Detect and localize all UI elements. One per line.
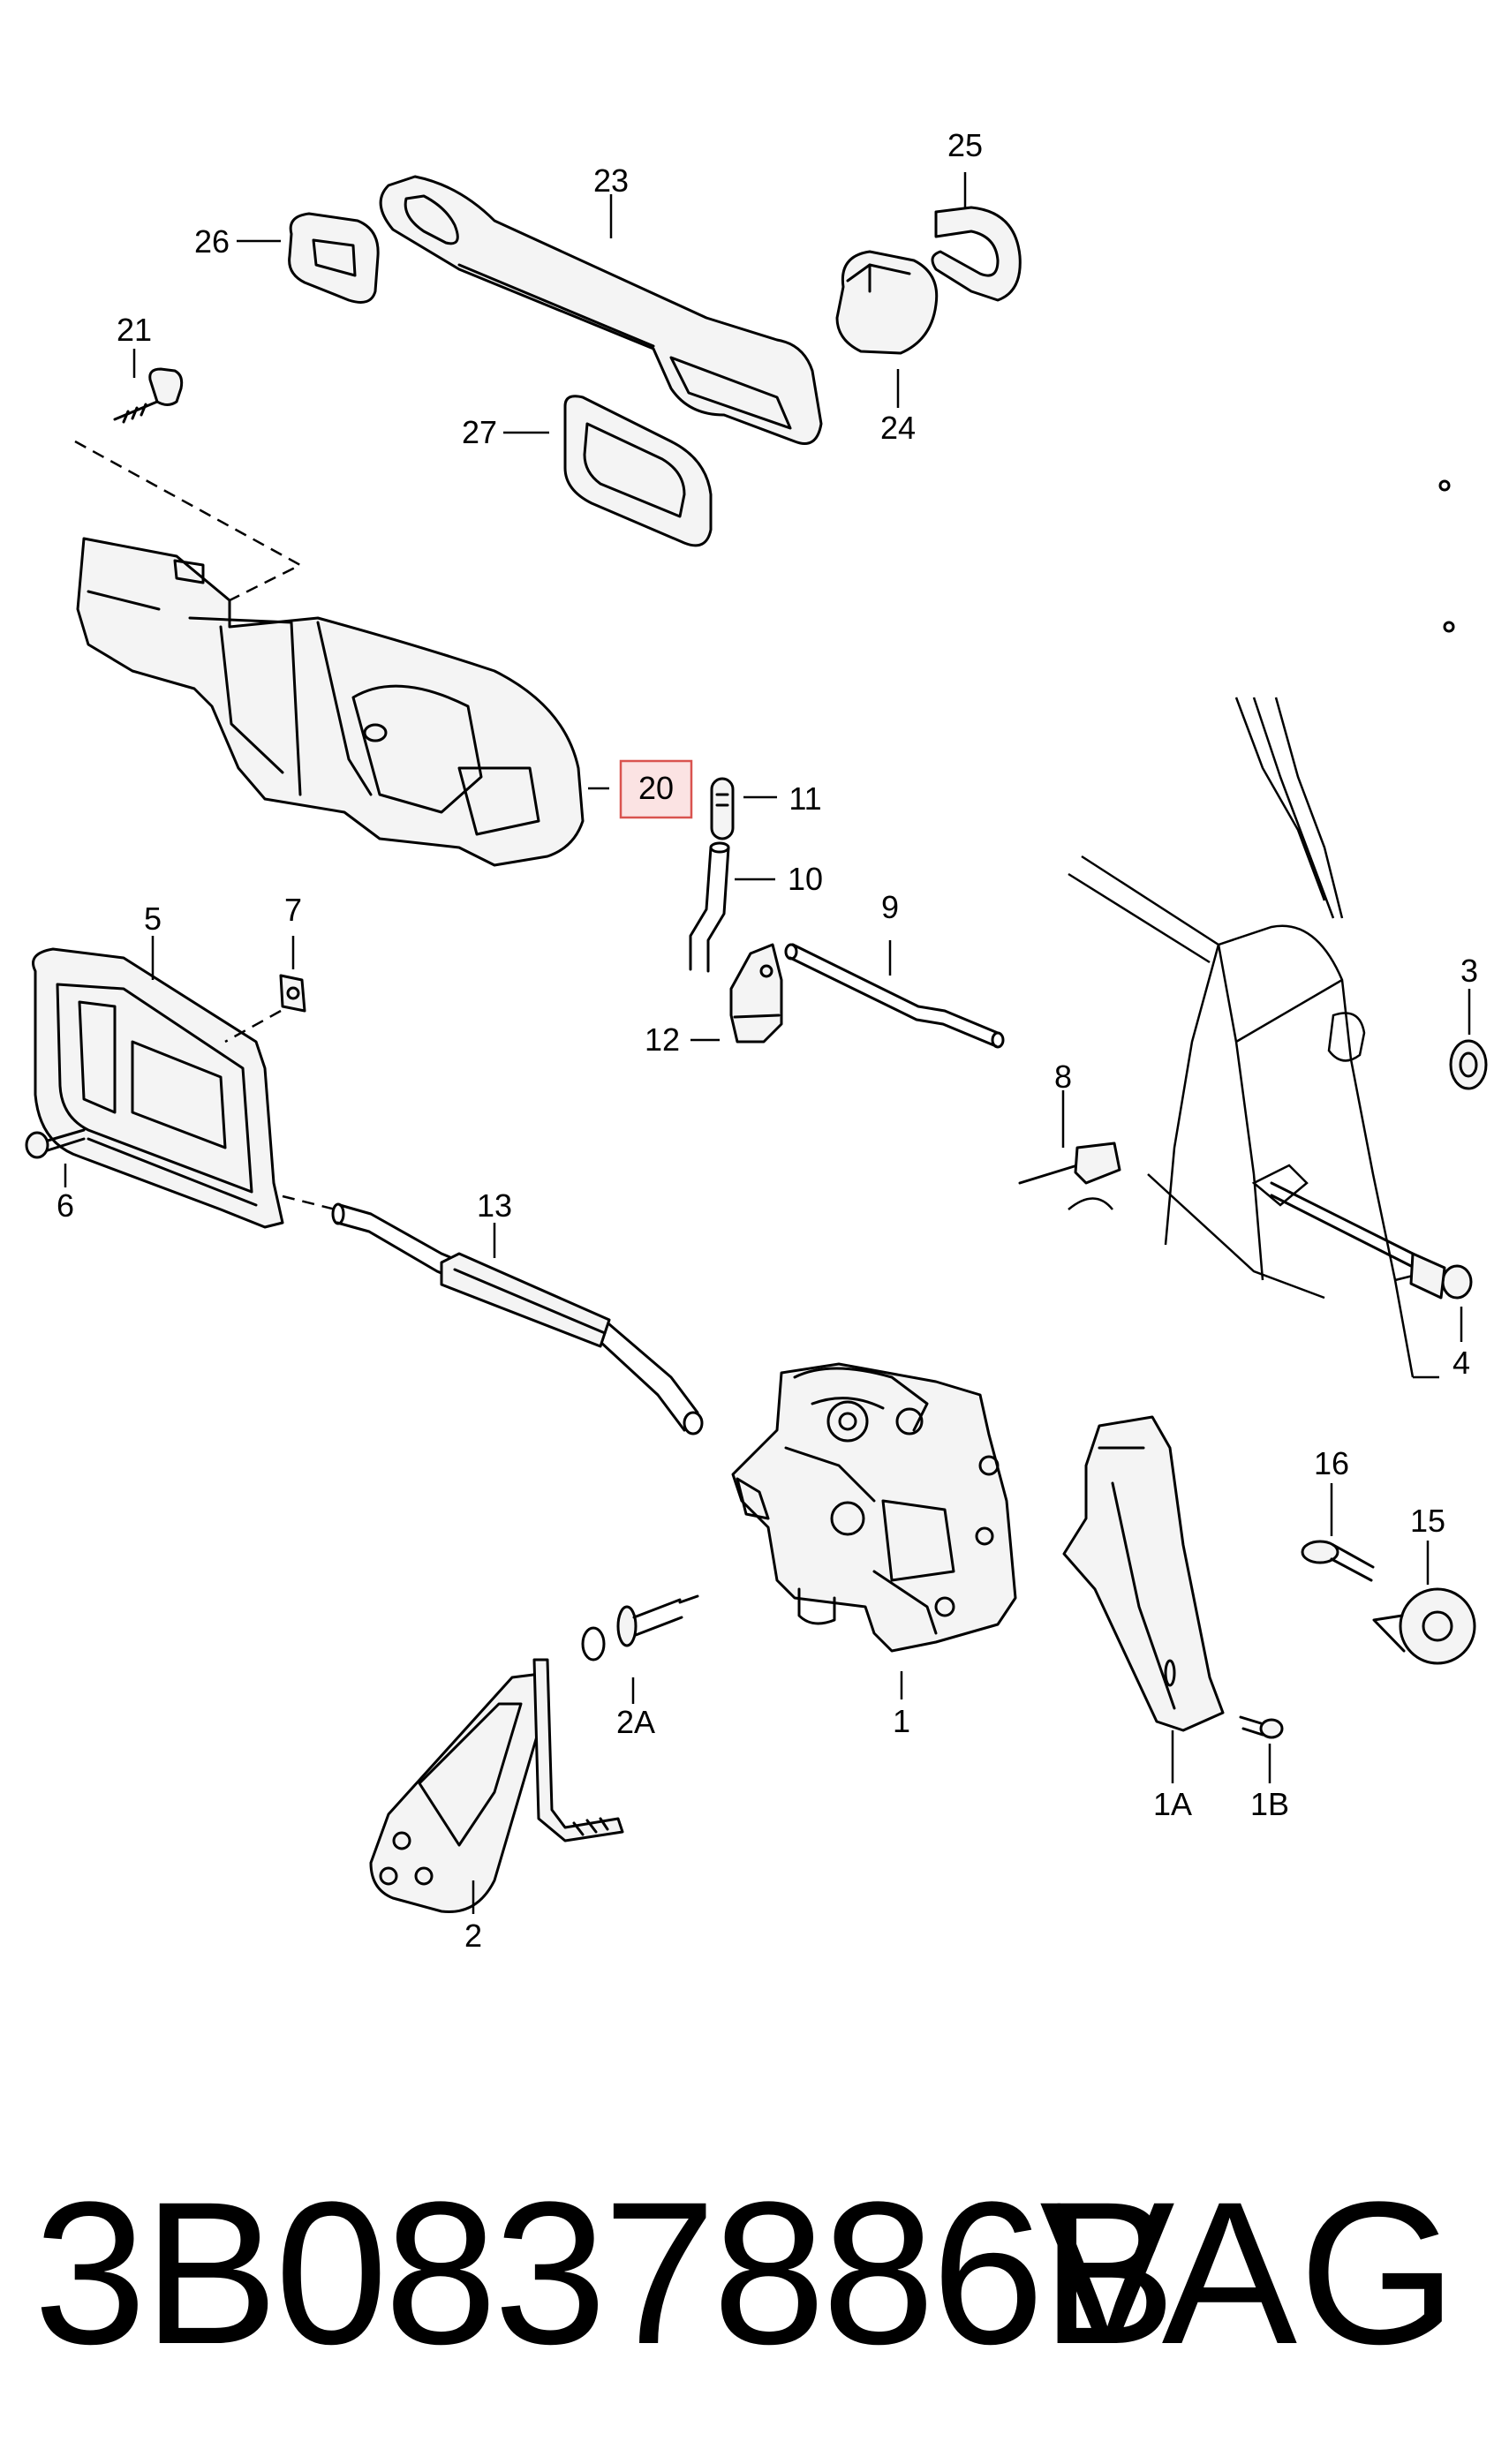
- callout-26: 26: [194, 223, 230, 260]
- lever-12: [729, 943, 783, 1044]
- footer: 3B0837886B VAG: [0, 2145, 1494, 2401]
- seal-25: [931, 206, 1022, 302]
- screw-4: [1270, 1181, 1473, 1300]
- leader-lines: [64, 172, 1471, 1914]
- callout-3: 3: [1460, 953, 1478, 989]
- callout-13: 13: [477, 1187, 512, 1224]
- assembly-line-7: [224, 1009, 282, 1044]
- callout-21: 21: [117, 312, 152, 348]
- callout-16: 16: [1314, 1445, 1349, 1481]
- callout-7: 7: [284, 892, 302, 928]
- door-body-outline: [1068, 479, 1455, 1379]
- callout-23: 23: [593, 162, 629, 199]
- end-cap-24: [835, 250, 939, 355]
- callout-9: 9: [881, 889, 899, 925]
- pin-11: [710, 777, 735, 840]
- callout-27: 27: [462, 414, 497, 450]
- rivet-2A: [581, 1594, 699, 1662]
- inner-handle-panel-5: [32, 947, 284, 1229]
- handle-carrier-20: [76, 537, 585, 867]
- callout-24: 24: [880, 410, 916, 446]
- gasket-27: [563, 395, 713, 547]
- exploded-parts-diagram: 23 25 26 24 27 21 20 11 10 12 9 5 7 8 6 …: [25, 127, 1488, 1954]
- grommet-3: [1449, 1039, 1488, 1090]
- bolt-16: [1301, 1540, 1375, 1582]
- callout-labels: 23 25 26 24 27 21 20 11 10 12 9 5 7 8 6 …: [57, 127, 1478, 1954]
- mounting-plate-2: [369, 1658, 624, 1914]
- rod-10: [689, 841, 730, 973]
- outer-door-handle: [379, 175, 823, 445]
- screw-21: [113, 367, 184, 424]
- callout-1B: 1B: [1250, 1786, 1289, 1822]
- callout-1A: 1A: [1153, 1786, 1192, 1822]
- clip-7: [279, 974, 306, 1013]
- cable-9: [784, 943, 1005, 1049]
- callout-15: 15: [1410, 1503, 1445, 1539]
- callout-10: 10: [788, 861, 823, 897]
- striker-15: [1372, 1587, 1476, 1665]
- callout-11: 11: [788, 780, 821, 817]
- callout-2A: 2A: [616, 1704, 655, 1740]
- handle-gasket-26: [288, 212, 380, 304]
- callout-25: 25: [947, 127, 983, 163]
- bowden-cable-13: [331, 1202, 704, 1435]
- callout-5: 5: [144, 900, 162, 937]
- door-lock-1: [731, 1362, 1017, 1653]
- highlight-box-20: [619, 759, 693, 819]
- screw-6: [25, 1128, 86, 1159]
- callout-20: 20: [638, 770, 674, 806]
- screw-1B: [1239, 1715, 1284, 1739]
- callout-8: 8: [1054, 1059, 1072, 1095]
- assembly-line-21: [74, 440, 303, 611]
- callout-2: 2: [464, 1918, 482, 1954]
- part-number: 3B0837886B: [34, 2159, 1176, 2386]
- callout-1: 1: [893, 1703, 910, 1739]
- bracket-1A: [1062, 1415, 1225, 1732]
- callout-4: 4: [1452, 1345, 1470, 1381]
- callout-6: 6: [57, 1187, 74, 1224]
- callout-12: 12: [645, 1021, 680, 1058]
- assembly-line-13: [282, 1194, 336, 1211]
- brand-name: VAG: [1039, 2159, 1459, 2386]
- switch-8: [1018, 1142, 1121, 1185]
